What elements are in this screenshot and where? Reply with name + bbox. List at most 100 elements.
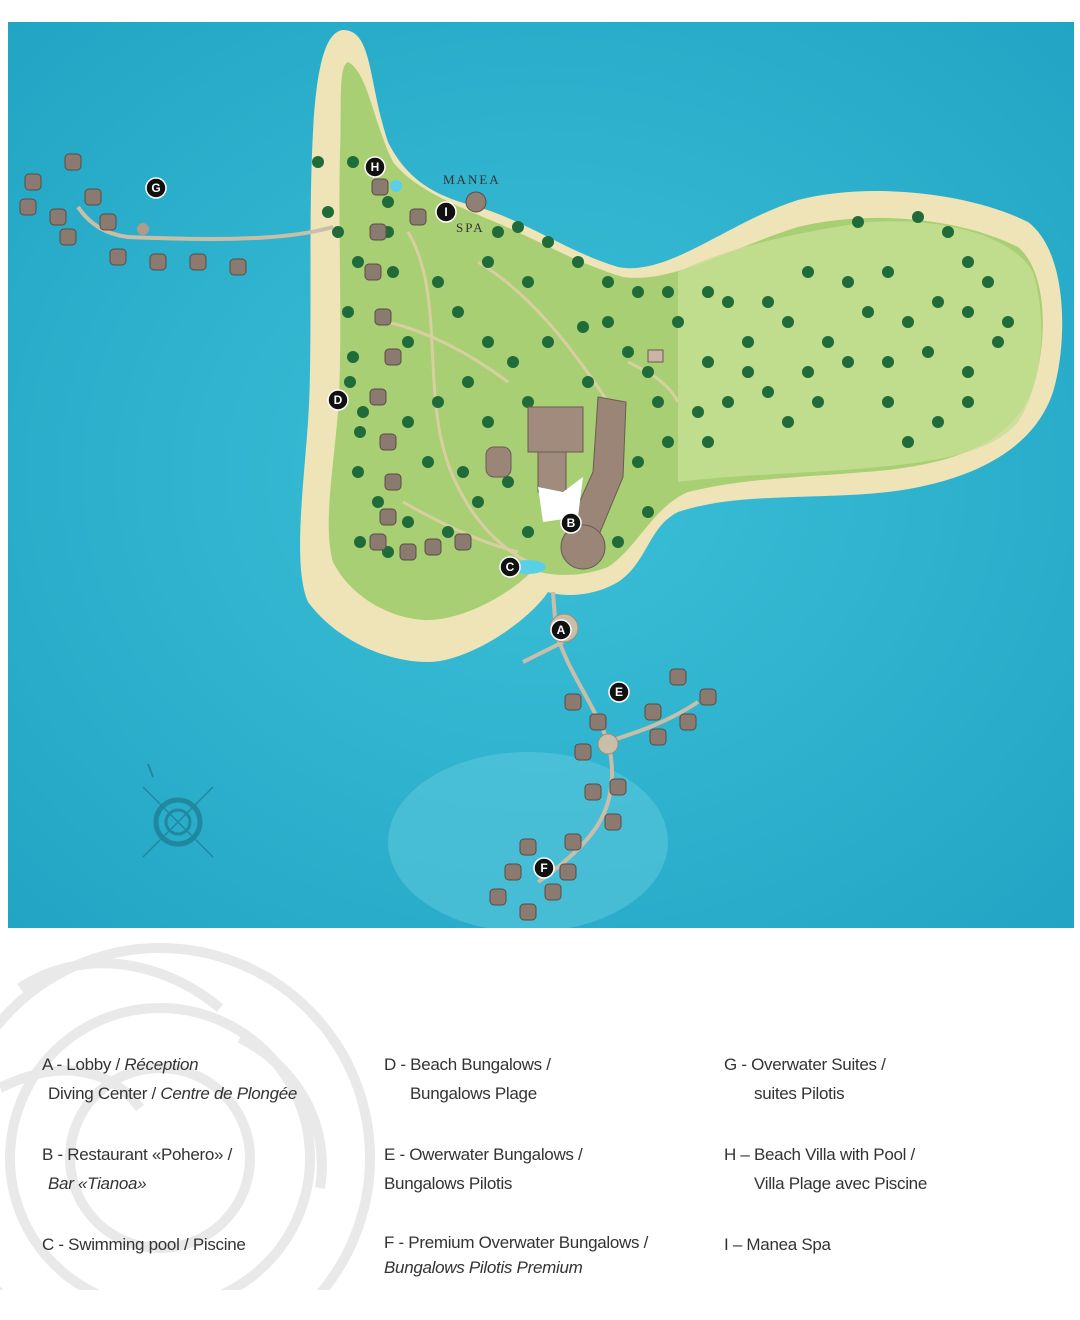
tree	[382, 196, 394, 208]
bungalow	[559, 863, 577, 881]
tree	[502, 476, 514, 488]
tree	[962, 366, 974, 378]
tree	[842, 356, 854, 368]
bungalow	[49, 208, 67, 226]
tree	[632, 456, 644, 468]
trees	[312, 156, 1014, 558]
legend-item-h: H – Beach Villa with Pool / Villa Plage …	[724, 1145, 927, 1193]
tree	[347, 351, 359, 363]
tree	[422, 456, 434, 468]
bungalow	[489, 888, 507, 906]
bungalow	[369, 388, 387, 406]
bungalow	[399, 543, 417, 561]
tree	[722, 396, 734, 408]
bungalow	[644, 703, 662, 721]
legend-column-3: G - Overwater Suites / suites Pilotis H …	[724, 1050, 1054, 1320]
bungalow	[669, 668, 687, 686]
tree	[982, 276, 994, 288]
svg-text:G: G	[151, 181, 160, 195]
tree	[342, 306, 354, 318]
tree	[882, 396, 894, 408]
tree	[472, 496, 484, 508]
bungalow	[189, 253, 207, 271]
tree	[602, 316, 614, 328]
tree	[352, 466, 364, 478]
tree	[572, 256, 584, 268]
tree	[622, 346, 634, 358]
bungalow	[589, 713, 607, 731]
bungalow	[564, 833, 582, 851]
bungalow	[109, 248, 127, 266]
tree	[662, 436, 674, 448]
tree	[542, 236, 554, 248]
tree	[387, 266, 399, 278]
meadow	[678, 221, 1042, 482]
svg-text:I: I	[444, 205, 447, 219]
legend-item-g: G - Overwater Suites / suites Pilotis	[724, 1055, 886, 1103]
legend-item-e: E - Owerwater Bungalows / Bungalows Pilo…	[384, 1145, 583, 1193]
marker-a[interactable]: A	[550, 619, 572, 641]
bungalow	[609, 778, 627, 796]
marker-c[interactable]: C	[499, 556, 521, 578]
legend-column-1: A - Lobby / Réception Diving Center / Ce…	[42, 1050, 372, 1320]
tree	[344, 376, 356, 388]
tree	[542, 336, 554, 348]
bungalow	[19, 198, 37, 216]
tree	[782, 416, 794, 428]
tree	[612, 536, 624, 548]
bungalow	[64, 153, 82, 171]
marker-g[interactable]: G	[145, 177, 167, 199]
tree	[862, 306, 874, 318]
bungalow	[649, 728, 667, 746]
tree	[354, 536, 366, 548]
svg-text:D: D	[334, 393, 343, 407]
svg-text:E: E	[615, 685, 623, 699]
bungalow	[99, 213, 117, 231]
bungalow	[379, 508, 397, 526]
tree	[932, 416, 944, 428]
villa-pool	[390, 180, 402, 192]
tree	[402, 416, 414, 428]
tree	[922, 346, 934, 358]
legend-item-c: C - Swimming pool / Piscine	[42, 1235, 246, 1254]
svg-text:C: C	[506, 560, 515, 574]
tree	[702, 286, 714, 298]
tree	[312, 156, 324, 168]
legend-item-d: D - Beach Bungalows / Bungalows Plage	[384, 1055, 551, 1103]
bungalow	[24, 173, 42, 191]
tree	[372, 496, 384, 508]
tree	[632, 286, 644, 298]
svg-text:F: F	[540, 861, 547, 875]
marker-e[interactable]: E	[608, 681, 630, 703]
tree	[722, 296, 734, 308]
bungalow	[369, 533, 387, 551]
tree	[882, 356, 894, 368]
tree	[402, 516, 414, 528]
marker-h[interactable]: H	[364, 156, 386, 178]
marker-d[interactable]: D	[327, 389, 349, 411]
bungalow	[229, 258, 247, 276]
bungalows	[19, 153, 717, 921]
tree	[577, 321, 589, 333]
marker-i[interactable]: I	[435, 201, 457, 223]
svg-text:A: A	[557, 623, 566, 637]
bungalow	[149, 253, 167, 271]
tree	[354, 426, 366, 438]
bungalow	[424, 538, 442, 556]
bungalow	[679, 713, 697, 731]
legend-item-b: B - Restaurant «Pohero» / Bar «Tianoa»	[42, 1145, 233, 1193]
bungalow	[371, 178, 389, 196]
tree	[352, 256, 364, 268]
tree	[942, 226, 954, 238]
tree	[662, 286, 674, 298]
tree	[507, 356, 519, 368]
legend-item-i: I – Manea Spa	[724, 1235, 831, 1254]
tree	[702, 436, 714, 448]
tree	[642, 506, 654, 518]
bungalow	[544, 883, 562, 901]
marker-f[interactable]: F	[533, 857, 555, 879]
marker-b[interactable]: B	[560, 512, 582, 534]
spa-rotunda	[465, 191, 487, 213]
main-building	[485, 349, 664, 570]
